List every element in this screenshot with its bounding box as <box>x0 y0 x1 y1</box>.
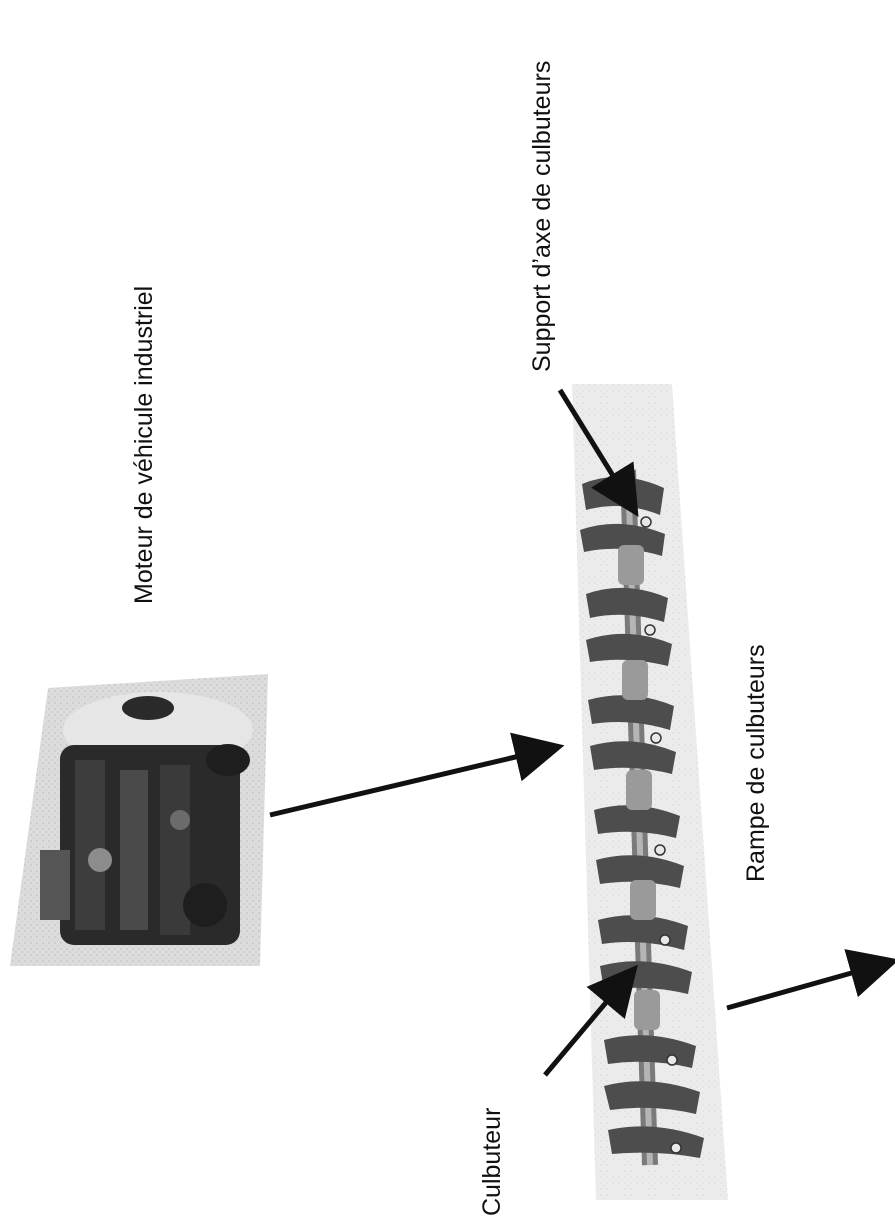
rocker-arm-assembly-photo <box>572 384 728 1200</box>
rampe-output-arrow <box>727 965 880 1008</box>
rocker-arm-label: Culbuteur <box>478 1108 507 1216</box>
arrows <box>270 390 880 1075</box>
engine-photo <box>10 674 268 966</box>
engine-to-rampe-arrow <box>270 750 545 815</box>
engine-label: Moteur de véhicule industriel <box>130 286 159 604</box>
rocker-shaft-support-label: Support d’axe de culbuteurs <box>528 61 557 372</box>
rocker-rail-label: Rampe de culbuteurs <box>742 644 771 882</box>
